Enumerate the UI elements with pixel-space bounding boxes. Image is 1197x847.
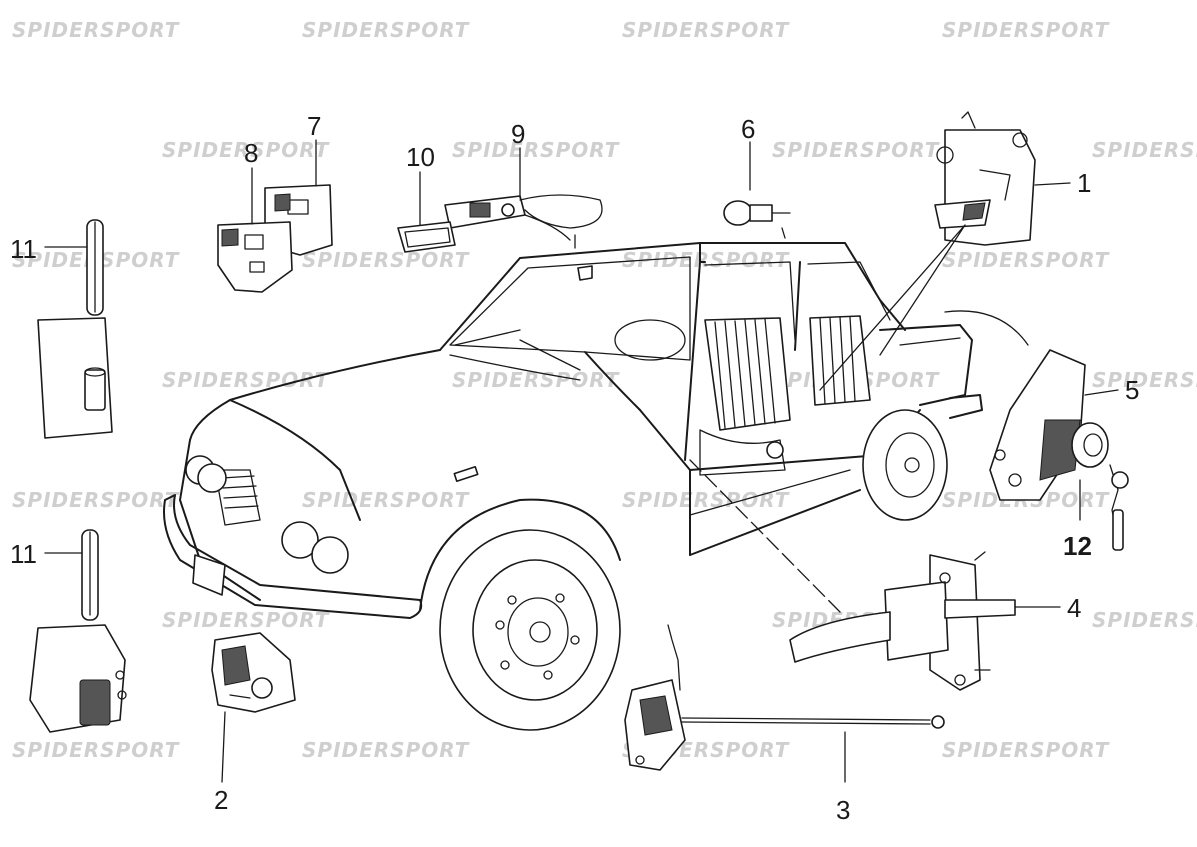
part-6-lamp-bulb	[723, 200, 791, 226]
part-5-trunk-lock	[989, 349, 1129, 551]
part-9-10-interior-lamp	[397, 194, 603, 253]
callout-label-12: 12	[1063, 531, 1092, 561]
callout-label-5: 5	[1125, 375, 1140, 405]
callout-label-9: 9	[511, 119, 526, 149]
callout-label-1: 1	[1077, 168, 1092, 198]
part-3-lock-mechanism	[624, 624, 945, 771]
part-11-pin-and-bushing-bottom	[29, 529, 127, 733]
callout-label-2: 2	[214, 785, 229, 815]
leader-lines	[44, 139, 1119, 783]
callout-label-11-top: 11	[10, 234, 37, 264]
callout-label-4: 4	[1067, 593, 1082, 623]
callout-label-7: 7	[307, 111, 322, 141]
callout-label-10: 10	[406, 142, 435, 172]
part-4-door-check	[789, 551, 1016, 691]
callout-label-6: 6	[741, 114, 756, 144]
part-1-door-latch-plate	[934, 111, 1036, 246]
car-illustration	[163, 242, 983, 731]
callout-label-3: 3	[836, 795, 851, 825]
callout-label-11-bottom: 11	[10, 539, 37, 569]
part-11-pin-and-bushing-top	[37, 219, 113, 439]
part-2-door-lock	[211, 632, 296, 713]
callout-label-8: 8	[244, 138, 259, 168]
part-8-hinge-plate	[217, 221, 293, 293]
